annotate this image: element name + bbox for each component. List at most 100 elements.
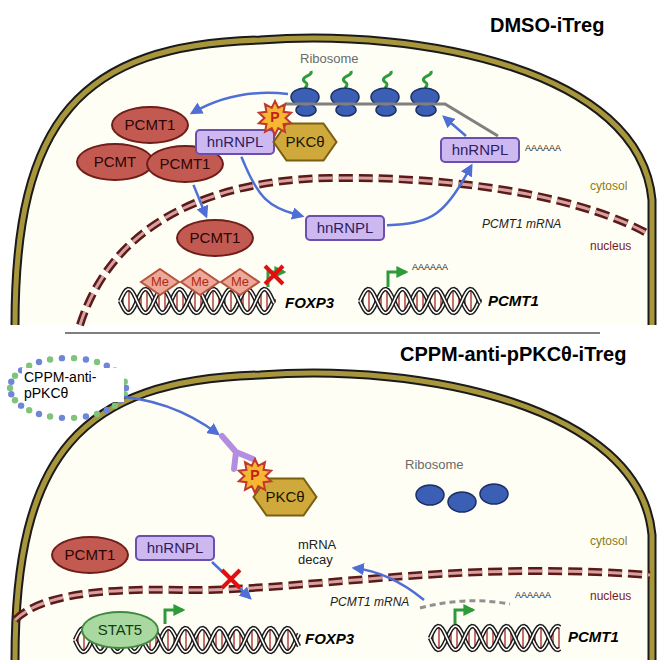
ribosome-small-subunit: [376, 104, 396, 116]
node-label: hnRNPL: [452, 142, 509, 159]
flow-arrow: [444, 117, 466, 136]
cell-membrane: [15, 373, 652, 660]
peptide-chain: [383, 71, 391, 88]
cell-interior: [15, 38, 652, 325]
transcription-arrow: [388, 272, 406, 287]
polymer-bead: [47, 413, 53, 419]
decaying-mrna: [420, 601, 510, 608]
polymer-bead: [59, 415, 65, 421]
dna-rung: [167, 628, 169, 652]
polymer-bead: [36, 411, 42, 417]
polymer-bead: [59, 355, 65, 361]
phospho-star: P: [240, 461, 270, 491]
block-cross: [222, 570, 240, 588]
node-label: Me: [151, 275, 169, 289]
dna-rung: [230, 289, 232, 313]
annotation-label: Ribosome: [405, 458, 464, 473]
dna-rung: [368, 289, 370, 313]
flow-arrow: [212, 562, 250, 598]
annotation-label: AAAAAA: [412, 262, 448, 272]
node-label: PCMT1: [190, 230, 241, 247]
phospho-star: P: [260, 103, 290, 133]
polymer-bead: [83, 413, 89, 419]
annotation-label: nucleus: [590, 590, 631, 604]
annotation-label: FOXP3: [305, 630, 354, 647]
protein-box: hnRNPL: [305, 215, 385, 241]
ribosome-small-subunit: [296, 104, 316, 116]
annotation-label: nucleus: [590, 240, 631, 254]
flow-connector: [241, 157, 302, 216]
polymer-bead: [94, 359, 100, 365]
peptide-chain: [423, 71, 431, 88]
flow-connector: [193, 185, 206, 216]
node-label: PKCθ: [265, 489, 304, 506]
protein-box: hnRNPL: [135, 535, 215, 561]
polymer-bead: [8, 391, 14, 397]
node-label: Me: [231, 275, 249, 289]
annotation-label: PCMT1: [568, 628, 619, 645]
annotation-label: PCMT1 mRNA: [482, 218, 561, 232]
node-label: hnRNPL: [147, 540, 204, 557]
ribosome-subunit: [448, 492, 476, 512]
polymer-bead: [18, 402, 24, 408]
node-shape: [239, 459, 271, 493]
node-label: P: [270, 110, 279, 125]
panel-title: CPPM-anti-pPKCθ-iTreg: [400, 343, 626, 366]
polymer-bead: [94, 411, 100, 417]
node-shape: [221, 269, 259, 295]
node-shape: [181, 269, 219, 295]
panel-title: DMSO-iTreg: [490, 14, 604, 37]
node-label: PCMT: [94, 154, 137, 171]
ribosome-subunit: [480, 484, 508, 504]
dna-rung: [128, 289, 130, 313]
polymer-bead: [83, 356, 89, 362]
dna-rung: [438, 626, 440, 650]
cell-membrane: [15, 38, 652, 325]
polymer-bead: [104, 407, 110, 413]
annotation-label: mRNA decay: [298, 538, 346, 568]
polymer-bead: [26, 407, 32, 413]
dna-strand: [430, 626, 560, 650]
protein-ellipse: PCMT1: [51, 536, 129, 574]
dna-rung: [452, 289, 454, 313]
cell-membrane: [15, 373, 652, 660]
panel-divider: [65, 332, 600, 334]
protein-ellipse: PCMT1: [111, 106, 189, 144]
annotation-label: CPPM-anti-pPKCθ: [22, 368, 124, 402]
ribosome-small-subunit: [336, 104, 356, 116]
dna-strand: [360, 289, 480, 313]
dna-rung: [212, 289, 214, 313]
node-label: PKCθ: [285, 134, 324, 151]
node-label: STAT5: [98, 622, 142, 639]
ribosome-subunit: [416, 485, 444, 505]
annotation-label: PCMT1: [488, 292, 539, 309]
node-label: hnRNPL: [207, 134, 264, 151]
dna-strand: [430, 626, 560, 650]
annotation-label: cytosol: [590, 180, 627, 194]
flow-arrow: [110, 396, 218, 434]
annotation-label: Ribosome: [300, 52, 359, 67]
polymer-bead: [71, 415, 77, 421]
dna-strand: [430, 626, 560, 650]
methyl-diamond: Me: [140, 268, 180, 296]
nuclear-envelope: [80, 178, 650, 325]
annotation-label: AAAAAA: [515, 590, 551, 600]
node-label: P: [250, 468, 259, 483]
polymer-bead: [112, 402, 118, 408]
node-shape: [141, 269, 179, 295]
polymer-bead: [12, 373, 18, 379]
cell-interior: [15, 373, 652, 660]
annotation-label: cytosol: [590, 535, 627, 549]
dna-strand: [360, 289, 480, 313]
dna-rung: [287, 628, 289, 652]
polymer-bead: [36, 359, 42, 365]
node-shape: [259, 101, 291, 135]
protein-ellipse: PCMT: [76, 143, 154, 181]
protein-box: hnRNPL: [195, 129, 275, 155]
dna-rung: [558, 626, 560, 649]
polymer-bead: [7, 385, 13, 391]
transcription-arrow: [165, 610, 183, 624]
polymer-bead: [71, 355, 77, 361]
peptide-chain: [303, 71, 311, 88]
